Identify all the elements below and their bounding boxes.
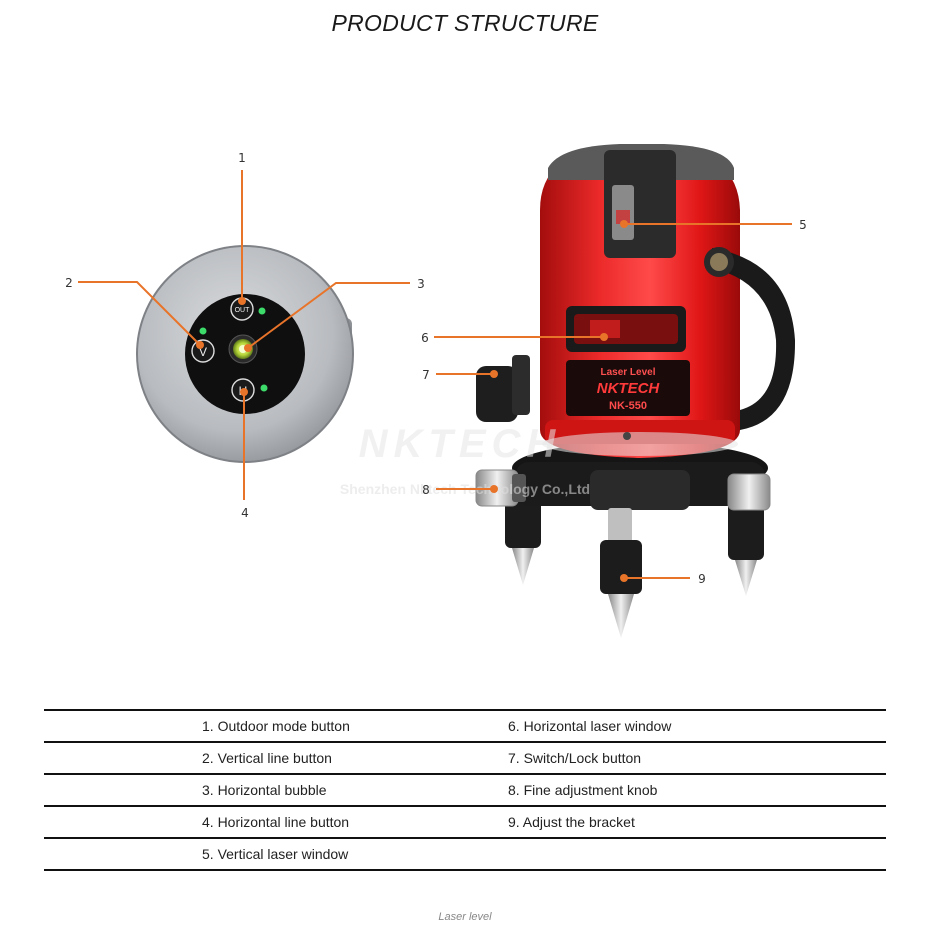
model-label: NK-550 (609, 400, 647, 412)
top-view: OUT V H (136, 245, 354, 463)
callout-line-3 (247, 282, 410, 349)
callout-7: 7 (422, 368, 430, 382)
callout-dots (196, 220, 628, 582)
horizontal-led (260, 384, 268, 392)
callout-1: 1 (238, 151, 246, 165)
vertical-button-label: V (199, 345, 207, 359)
image-caption: Laser level (438, 911, 492, 923)
strap-rivet (710, 253, 728, 271)
product-illustration: OUT V H (65, 144, 807, 638)
carry-strap (712, 248, 796, 430)
legend-row: 2. Vertical line button 7. Switch/Lock b… (44, 741, 886, 774)
watermark: NKTECH Shenzhen Nktech Technology Co.,Lt… (340, 422, 590, 497)
brand-logo: NKTECH (597, 380, 661, 397)
watermark-brand: NKTECH (359, 422, 562, 466)
switch-lock-knob[interactable] (476, 355, 530, 422)
laser-level-body: Laser Level NKTECH NK-550 (475, 144, 796, 638)
callout-8: 8 (422, 483, 430, 497)
legend-item: 1. Outdoor mode button (44, 709, 508, 742)
outdoor-led (258, 307, 266, 315)
parts-legend-table: 1. Outdoor mode button 6. Horizontal las… (44, 709, 886, 871)
legend-item: 6. Horizontal laser window (508, 709, 886, 742)
adjust-bracket-leg[interactable] (600, 508, 642, 638)
page-title: PRODUCT STRUCTURE (331, 10, 599, 36)
legend-row: 5. Vertical laser window (44, 837, 886, 871)
legend-row: 1. Outdoor mode button 6. Horizontal las… (44, 709, 886, 742)
legend-row: 4. Horizontal line button 9. Adjust the … (44, 805, 886, 838)
screw (623, 432, 631, 440)
legend-item: 5. Vertical laser window (44, 837, 508, 871)
legend-item: 7. Switch/Lock button (508, 741, 886, 774)
fine-adjustment-knob-right[interactable] (727, 473, 771, 511)
vertical-led (199, 327, 207, 335)
legend-row: 3. Horizontal bubble 8. Fine adjustment … (44, 773, 886, 806)
callout-lines (78, 170, 792, 579)
legend-item: 4. Horizontal line button (44, 805, 508, 838)
callout-2: 2 (65, 276, 73, 290)
outdoor-mode-label: OUT (235, 307, 251, 314)
callout-4: 4 (241, 506, 249, 520)
callout-9: 9 (698, 572, 706, 586)
horizontal-bubble (228, 334, 258, 364)
legend-item: 9. Adjust the bracket (508, 805, 886, 838)
legend-item: 3. Horizontal bubble (44, 773, 508, 806)
leg-left (505, 500, 541, 585)
horizontal-laser-window (574, 314, 678, 344)
legend-item: 2. Vertical line button (44, 741, 508, 774)
callout-line-2 (78, 281, 201, 346)
legend-item: 8. Fine adjustment knob (508, 773, 886, 806)
laser-level-label: Laser Level (600, 367, 655, 378)
callout-6: 6 (421, 331, 429, 345)
callout-3: 3 (417, 277, 425, 291)
brand-label-panel (566, 360, 690, 416)
leg-right (728, 500, 764, 596)
callout-5: 5 (799, 218, 807, 232)
legend-item (508, 837, 886, 871)
